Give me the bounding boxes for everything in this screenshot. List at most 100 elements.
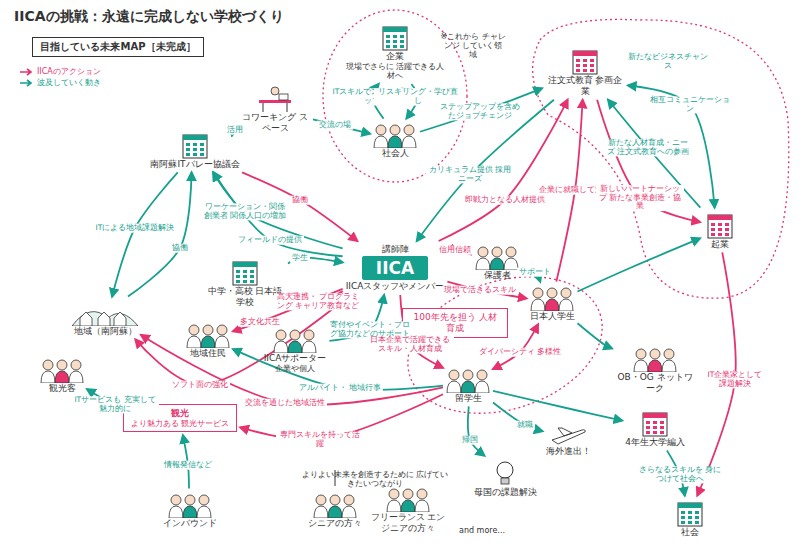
school-node: 講師陣IICAIICAスタッフやメンバー [346,244,445,292]
company-node: 注文式教育 参画企業 [545,47,625,97]
node-text: 地域住民 [186,348,230,359]
node-text: 中学・高校 日本語学校 [205,286,285,308]
society-node: 社会 [673,499,707,538]
note-label: 新たなビジネスチャンス [628,52,708,70]
arrow-label: ITサービスも 充実して魅力的に [71,396,159,413]
ppl-icon [475,244,519,270]
arrow-label: ワーケーション・関係創業者 関係人口の増加 [201,203,289,220]
flow-arrow [417,100,554,241]
bld-icon [638,409,672,437]
arrow-label: 学生 [290,254,310,263]
node-text: 保護者 [475,270,519,281]
map-box: 目指している未来MAP［未完成］ [32,37,203,57]
ppl-icon [373,122,417,148]
people-node: 地域住民 [186,322,230,359]
university-node: 4年生大学編入 [625,409,685,448]
people-node: シニアの方々 [308,492,362,529]
node-text: 日本人学生 [530,311,575,322]
arrow-label: 情報発信など [162,461,214,470]
flow-arrow [112,172,178,296]
legend-row: 波及していく動き [20,77,101,88]
node-text: 留学生 [446,393,490,404]
ppl-icon [273,327,317,353]
bld-icon [673,499,707,527]
node-text: OB・OG ネットワーク [615,372,695,394]
plane-icon [548,424,588,446]
ppl-icon [633,346,677,372]
bld-icon [378,23,412,51]
people-node: 日本人学生 [530,285,575,322]
legend-text: 波及していく動き [37,77,101,88]
flow-arrow [578,238,701,291]
node-text: 現場でさらに 活躍できる人材へ [345,62,445,81]
ppl-icon [386,486,430,512]
people-node: 観光客 [40,357,84,394]
node-text: インバウンド [163,518,217,529]
arrow-label: 交流の場 [317,121,353,130]
ppl-icon [168,492,212,518]
ppl-icon [530,285,574,311]
arrow-label: 高大連携・ プログラミング キャリア教育など [274,293,362,310]
goal-box: 100年先を担う 人材育成 [402,308,508,338]
town-node: 地域（南阿蘇） [72,300,138,337]
node-text: フリーランス エンジニアの方々 [368,512,448,534]
arrow-label: サポート [517,268,553,277]
node-text: 観光客 [40,383,84,394]
node-text: より魅力ある 観光サービス [131,419,230,429]
flow-arrow [128,172,192,296]
school-node: 中学・高校 日本語学校 [205,258,285,308]
node-text: 講師陣 [346,244,445,255]
legend: IICAのアクション波及していく動き [20,66,101,88]
arrow-label: 就職 [515,421,535,430]
node-text: IICAサポーター [264,353,327,364]
node-text: シニアの方々 [308,518,362,529]
legend-swatch [20,68,34,76]
business-region [533,19,789,298]
supporter-node: IICAサポーター企業や個人 [264,327,327,373]
arrow-label: 新しいパートナーシップ 新たな事業創造・協業 [596,185,684,211]
flow-arrow [468,406,484,455]
people-node: 留学生 [446,367,490,404]
arrow-label: ステップアップを含めたジョブチェンジ [436,103,524,120]
node-text: IICA [362,256,428,280]
node-text: 目指している未来MAP［未完成］ [40,41,195,53]
arrow-label: 協働 [170,244,190,253]
legend-text: IICAのアクション [37,66,101,77]
node-text: IICAスタッフやメンバー [346,281,445,292]
flow-arrow [313,119,370,133]
goal-node: 海外進出！ [546,424,591,457]
flow-arrow [493,403,543,432]
arrow-label: 即戦力となる人材提供 [463,196,547,205]
legend-row: IICAのアクション [20,66,101,77]
arrow-label: ITによる地域課題解決 [94,224,177,233]
node-text: 企業や個人 [264,364,327,374]
people-node: 保護者 [475,244,519,281]
network-node: OB・OG ネットワーク [615,346,695,394]
space-node: コワーキング スペース [240,86,310,134]
node-text: 母国の課題解決 [474,487,537,498]
node-text: 起業 [703,239,737,250]
node-text: 社会人 [373,148,417,159]
node-text: 南阿蘇ITバレー協議会 [150,159,239,170]
arrow-label: アルバイト・ 地域行事 [297,384,383,393]
ppl-icon [446,367,490,393]
people-node: フリーランス エンジニアの方々 [368,486,448,534]
note-label: よりよい未来を創造するために 広げていきたいつながり [300,470,450,488]
bld-icon [178,131,212,159]
node-text: 地域（南阿蘇） [72,326,138,337]
node-text: 100年先を担う 人材育成 [410,312,500,334]
legend-swatch [20,79,34,87]
flow-arrow [578,323,613,348]
arrow-label: 相互コミュニケーション [646,96,734,113]
arrow-label: 交流を通じた地域活性 [243,399,327,408]
arrow-label: 現場で活きるスキル [442,286,518,295]
node-text: 企業 [345,51,445,62]
page-title: IICAの挑戦：永遠に完成しない学校づくり [14,8,284,26]
arrow-label: ダイバーシティ 多様性 [477,348,563,357]
node-text: 海外進出！ [546,446,591,457]
arrow-label: 信用信頼 [437,246,473,255]
arrow-label: 帰国 [460,436,480,445]
arrow-label: 協働 [290,196,310,205]
company-node: 企業現場でさらに 活躍できる人材へ [345,23,445,81]
goal-node: 母国の課題解決 [474,459,537,498]
